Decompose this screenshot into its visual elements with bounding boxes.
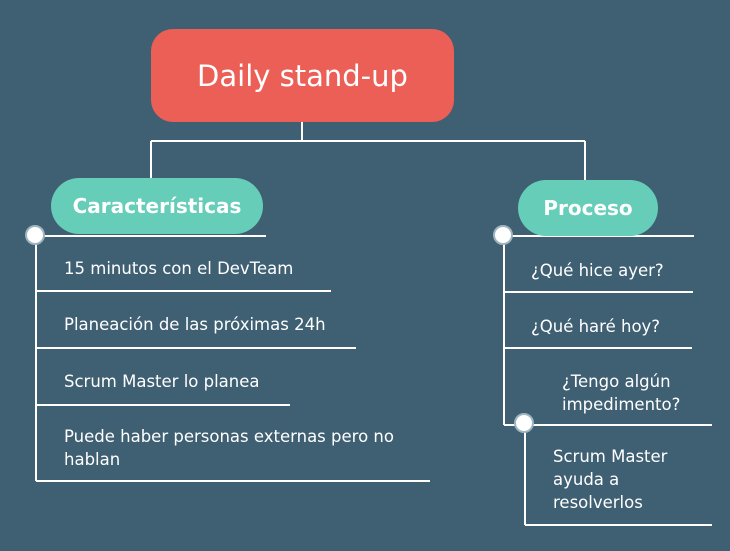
caracteristica-item: Scrum Master lo planea xyxy=(64,372,260,391)
root-label: Daily stand-up xyxy=(197,58,408,93)
branch-caracteristicas: Características xyxy=(51,178,263,234)
branch-caracteristicas-title: Características xyxy=(72,194,242,218)
proceso-item: ¿Tengo algún impedimento? xyxy=(562,372,681,414)
branch-proceso-title: Proceso xyxy=(543,196,633,220)
proceso-item: ¿Qué hice ayer? xyxy=(531,261,664,280)
caracteristica-item: Planeación de las próximas 24h xyxy=(64,315,326,334)
proceso-item: ¿Qué haré hoy? xyxy=(531,317,661,336)
caracteristica-item: Puede haber personas externas pero no ha… xyxy=(64,427,394,469)
proceso-sub-item: Scrum Master ayuda a resolverlos xyxy=(553,447,668,512)
caracteristica-item: 15 minutos con el DevTeam xyxy=(64,259,294,278)
root-node: Daily stand-up xyxy=(151,29,454,122)
branch-proceso: Proceso xyxy=(518,180,658,236)
